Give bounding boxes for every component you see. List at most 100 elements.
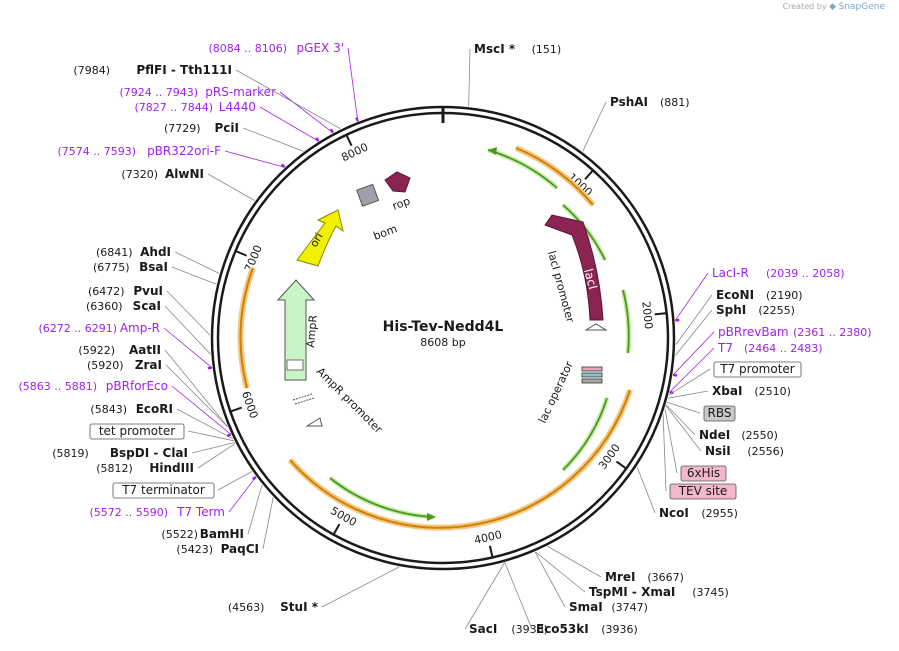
feature-label-lac-operator: lac operator	[536, 359, 576, 425]
leader-line-pshai	[582, 101, 607, 152]
tick-label-6000: 6000	[239, 389, 260, 420]
site-t7-promoter: T7 promoter	[713, 361, 802, 378]
site-name-paqci: PaqCI	[221, 542, 259, 556]
leader-line-pcii	[242, 127, 304, 152]
site-mrei: MreI(3667)	[605, 570, 684, 584]
leader-line-6xhis	[664, 408, 678, 474]
site-box-6xhis	[680, 465, 727, 482]
primer-mark-pbrforeco	[226, 433, 232, 438]
plasmid-name: His-Tev-Nedd4L	[383, 319, 504, 335]
site-name-ecori: EcoRI	[136, 402, 173, 416]
site-name-zrai: ZraI	[135, 358, 162, 372]
tick-mark-7000	[235, 250, 247, 257]
site-name-t7: T7	[717, 341, 733, 355]
site-pbrforeco: pBRforEco(5863 .. 5881)	[18, 379, 168, 393]
site-name-bsai: BsaI	[139, 260, 168, 274]
tick-label-8000: 8000	[339, 141, 370, 165]
snapgene-logo-icon: ◆	[829, 2, 837, 12]
leader-line-pbr322ori-f	[224, 150, 285, 168]
site-msci: MscI *(151)	[474, 42, 561, 56]
primer-mark-t7-term	[251, 475, 257, 481]
green-arc-3-line	[622, 289, 630, 354]
site-ecori: EcoRI(5843)	[90, 402, 173, 416]
leader-line-ecori	[176, 408, 234, 440]
site-prs-marker: pRS-marker(7924 .. 7943)	[119, 85, 276, 99]
site-ncoi: NcoI(2955)	[659, 506, 738, 520]
ori-arrow	[296, 209, 344, 267]
site-position-saci: (3938)	[511, 623, 548, 636]
site-name-nsii: NsiI	[705, 444, 731, 458]
site-name-hindiii: HindIII	[149, 461, 194, 475]
site-box-t7-terminator	[112, 482, 215, 499]
site-pflfi-tth111i: PflFI - Tth111I(7984)	[73, 63, 232, 77]
leader-line-alwni	[207, 173, 256, 201]
orange-arc-1-line	[515, 147, 594, 206]
site-t7: T7 (2464 .. 2483)	[717, 341, 823, 355]
site-name-l4440: L4440	[219, 100, 256, 114]
site-stui: StuI *(4563)	[228, 600, 319, 614]
leader-line-bamhi	[247, 484, 263, 535]
site-name-pflfi-tth111i: PflFI - Tth111I	[136, 63, 232, 77]
site-name-t7-term: T7 Term	[176, 505, 225, 519]
site-laci-r: LacI-R(2039 .. 2058)	[712, 266, 845, 280]
tick-mark-3000	[615, 460, 627, 470]
site-sphi: SphI(2255)	[716, 303, 795, 317]
site-position-pbrrevbam: (2361 .. 2380)	[793, 326, 872, 339]
leader-line-pbrforeco	[171, 385, 232, 435]
site-position-econi: (2190)	[766, 289, 803, 302]
site-ndei: NdeI(2550)	[699, 428, 778, 442]
site-position-paqci: (5423)	[176, 543, 213, 556]
site-position-zrai: (5920)	[87, 359, 124, 372]
lacI-promoter-arrow	[584, 323, 608, 331]
lac-operator-box-1	[581, 366, 603, 372]
site-bspdi-clai: BspDI - ClaI(5819)	[52, 446, 188, 460]
site-name-pbrrevbam: pBRrevBam	[718, 325, 789, 339]
feature-label-ampR: AmpR	[304, 314, 320, 348]
primer-mark-prs-marker	[329, 128, 334, 134]
site-rbs: RBS	[703, 405, 736, 422]
leader-line-eco53ki	[504, 562, 533, 630]
site-name-scai: ScaI	[133, 299, 161, 313]
ampR-promoter-hatch	[292, 393, 315, 405]
site-position-amp-r: (6272 .. 6291)	[38, 322, 117, 335]
site-paqci: PaqCI (5423)	[176, 542, 259, 556]
site-hindiii: HindIII(5812)	[96, 461, 194, 475]
tick-mark-6000	[230, 406, 243, 413]
primer-mark-pgex-3	[355, 116, 359, 122]
plasmid-size: 8608 bp	[420, 336, 465, 349]
site-position-sphi: (2255)	[758, 304, 795, 317]
site-position-t7: (2464 .. 2483)	[744, 342, 823, 355]
primer-mark-l4440	[315, 137, 320, 142]
site-t7-term: T7 Term (5572 .. 5590)	[89, 505, 225, 519]
feature-label-bom: bom	[372, 222, 399, 243]
leader-line-ncoi	[636, 466, 656, 514]
leader-line-scai	[164, 305, 211, 355]
leader-line-hindiii	[197, 443, 236, 469]
tick-mark-5000	[332, 523, 341, 536]
leader-line-smai	[534, 551, 566, 608]
site-position-nsii: (2556)	[747, 445, 784, 458]
site-position-eco53ki: (3936)	[601, 623, 638, 636]
site-pvui: PvuI(6472)	[88, 284, 163, 298]
leader-line-pgex-3	[347, 47, 359, 122]
site-name-eco53ki: Eco53kI	[536, 622, 589, 636]
site-pbrrevbam: pBRrevBam (2361 .. 2380)	[718, 325, 872, 339]
site-xbai: XbaI(2510)	[712, 384, 791, 398]
leader-line-nsii	[665, 405, 702, 452]
site-position-tspmi-xmai: (3745)	[692, 586, 729, 599]
leader-line-saci	[464, 562, 505, 630]
tick-mark-8000	[345, 134, 353, 147]
lacI-arrow	[544, 214, 604, 321]
site-position-bspdi-clai: (5819)	[52, 447, 89, 460]
site-position-pbr322ori-f: (7574 .. 7593)	[57, 145, 136, 158]
green-arc-1-head	[488, 147, 497, 155]
site-bsai: BsaI(6775)	[93, 260, 168, 274]
site-box-tev-site	[669, 483, 737, 500]
site-econi: EcoNI(2190)	[716, 288, 803, 302]
site-name-rbs: RBS	[708, 406, 732, 420]
site-annotations: MscI *(151)PshAI(881)LacI-R(2039 .. 2058…	[18, 41, 871, 636]
leader-line-zrai	[165, 364, 228, 428]
site-aatii: AatII(5922)	[78, 343, 161, 357]
site-box-t7-promoter	[713, 361, 802, 378]
site-position-t7-term: (5572 .. 5590)	[89, 506, 168, 519]
